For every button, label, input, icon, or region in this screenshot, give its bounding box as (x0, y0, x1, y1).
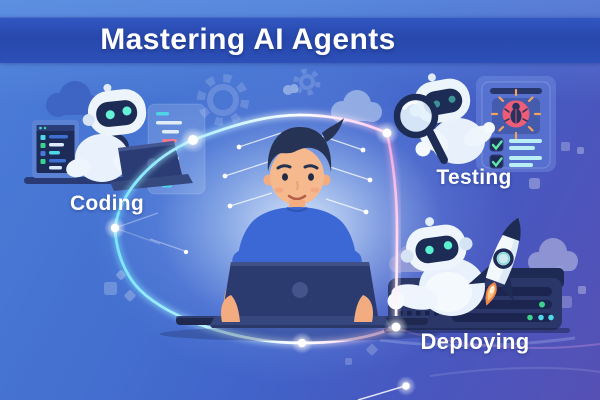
monitor-icon (32, 120, 79, 178)
bug-icon (490, 88, 542, 140)
cloud-icon (283, 84, 298, 95)
glow-nodes (104, 121, 416, 396)
deploying-robot-icon (387, 217, 485, 316)
deploying-label: Deploying (420, 329, 530, 354)
title-banner: Mastering AI Agents (0, 17, 600, 63)
developer-laptop-icon (210, 262, 390, 328)
checklist-icon (489, 137, 542, 169)
magnifying-glass-icon (393, 93, 448, 164)
coding-robot-icon (66, 83, 149, 182)
deploying-section (379, 217, 578, 348)
coding-section (24, 81, 206, 195)
constellation-dots (114, 132, 373, 255)
testing-section (393, 73, 556, 172)
developer-hand-left (221, 295, 240, 322)
rocket-icon (468, 217, 521, 306)
developer-figure (160, 118, 440, 341)
testing-label: Testing (436, 166, 512, 189)
gear-icon (197, 74, 249, 126)
developer-head (263, 118, 344, 215)
coding-label: Coding (69, 192, 145, 215)
developer-hand-right (354, 295, 373, 322)
page-title: Mastering AI Agents (100, 23, 396, 56)
gear-small-icon (293, 68, 321, 96)
